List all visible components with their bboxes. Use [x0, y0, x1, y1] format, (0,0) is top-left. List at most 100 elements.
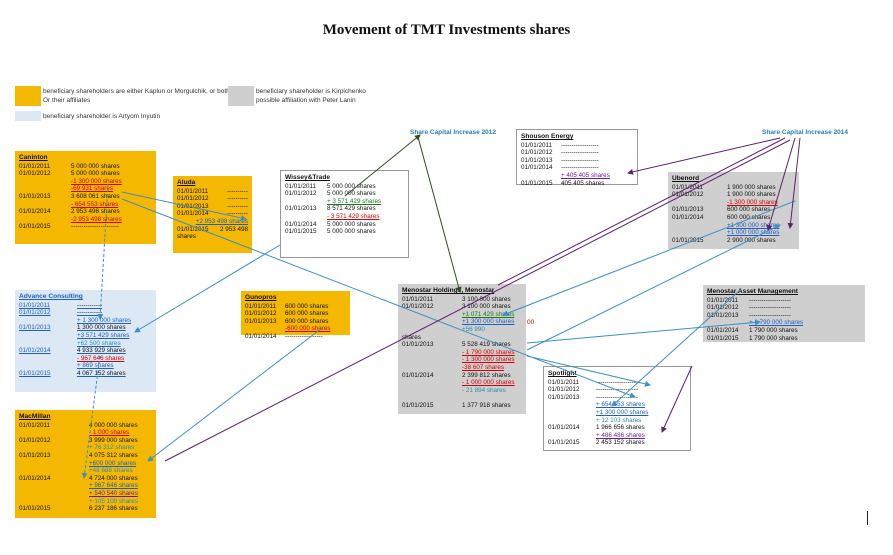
row-date: 01/01/2013	[19, 324, 51, 332]
legend-swatch-orange	[15, 86, 41, 106]
row-value: 600 000 shares	[285, 317, 329, 325]
row-date: 01/01/2011	[285, 182, 317, 190]
box-title: Caninton	[19, 154, 48, 161]
row-value: ------------------	[561, 149, 599, 157]
row-date: 01/01/2013	[177, 202, 209, 210]
box-row: + 540 540 shares	[19, 490, 152, 498]
row-value: ----------	[227, 202, 248, 210]
box-row: 01/01/2014 2 399 812 shares	[402, 372, 522, 380]
row-date: 01/01/2012	[707, 304, 739, 312]
row-date: 01/01/2011	[521, 141, 553, 149]
box-title: MacMillan	[19, 413, 51, 420]
box-row: -69 931 shares	[19, 185, 152, 193]
arrow-ubenord-to-menostar	[502, 200, 796, 316]
arrow-caninton-to-advance	[97, 183, 109, 320]
box-row: 01/01/2011--------------------	[707, 297, 861, 305]
row-date: 01/01/2012	[285, 190, 317, 198]
row-value: ----------	[227, 187, 248, 195]
box-row: - 1 300 000 shares	[402, 356, 522, 364]
row-value: --------------------	[749, 296, 791, 304]
arrow-capital-2014-to-shouson	[627, 137, 781, 175]
row-value: + 967 646 shares	[89, 482, 138, 490]
row-value: 600 000 shares	[727, 213, 771, 221]
box-row: shares	[177, 233, 248, 241]
box-title: Gunopros	[245, 294, 277, 301]
box-row: + 405 405 shares	[521, 172, 633, 180]
row-date: 01/01/2013	[707, 311, 739, 319]
box-row: 01/01/2011------------------	[521, 142, 633, 150]
row-date: 01/01/2015	[19, 223, 51, 231]
legend-text-grey: beneficiary shareholder is Kirpichenko p…	[256, 88, 366, 104]
row-value: +48 688 shares	[89, 467, 133, 475]
row-date: 01/01/2014	[285, 220, 317, 228]
row-date: 01/01/2012	[672, 191, 704, 199]
row-date: 01/01/2013	[548, 393, 580, 401]
row-value: 1 377 918 shares	[462, 401, 511, 409]
row-date: 01/01/2015	[521, 179, 553, 187]
box-row: shares	[402, 334, 522, 342]
box-row: -1 300 000 shares	[19, 178, 152, 186]
box-row: 01/01/2013--------------------	[707, 312, 861, 320]
row-date: 01/01/2014	[19, 474, 51, 482]
legend-text-orange: beneficiary shareholders are either Kapl…	[43, 88, 230, 104]
row-date: 01/01/2014	[177, 210, 209, 218]
row-date: 01/01/2015	[402, 401, 434, 409]
row-date: 01/01/2014	[19, 347, 51, 355]
row-value: -1 300 000 shares	[71, 177, 122, 185]
row-date: 01/01/2015	[548, 439, 580, 447]
row-value: - 1 000 000 shares	[462, 379, 515, 387]
row-value: 1 966 656 shares	[596, 424, 645, 432]
row-date: 01/01/2011	[19, 301, 51, 309]
page-title: Movement of TMT Investments shares	[322, 22, 571, 38]
row-value: 3 608 061 shares	[71, 192, 120, 200]
row-value: 5 000 000 shares	[327, 182, 376, 190]
row-value: +1 000 000 shares	[727, 229, 780, 237]
row-date: 01/01/2014	[402, 371, 434, 379]
row-value: + 76 312 shares	[89, 444, 135, 452]
row-value: + 1 790 000 shares	[749, 319, 804, 327]
box-title: Shouson Energy	[521, 133, 574, 140]
box-row: - 654 553 shares	[19, 201, 152, 209]
row-value: -69 931 shares	[71, 185, 114, 193]
row-value: + 105 100 shares	[89, 497, 138, 505]
box-row: 01/01/2012------------	[19, 309, 152, 317]
row-value: +3 571 429 shares	[77, 331, 130, 339]
row-value: 2 953 498 shares	[71, 208, 120, 216]
box-title: Advance Consulting	[19, 293, 83, 300]
box-row: - 3 571 429 shares	[285, 213, 404, 221]
row-value: 2 399 812 shares	[462, 371, 511, 379]
row-value: 4 724 000 shares	[89, 474, 138, 482]
box-row: 01/01/2014 4 724 000 shares	[19, 475, 152, 483]
box-row: +48 688 shares	[19, 467, 152, 475]
box-row: 01/01/2015 1 377 918 shares	[402, 402, 522, 410]
row-value: 600 000 shares	[285, 302, 329, 310]
row-date: 01/01/2014	[707, 326, 739, 334]
row-date: 01/01/2013	[521, 156, 553, 164]
box-row: + 869 shares	[19, 362, 152, 370]
row-date: 01/01/2011	[672, 183, 704, 191]
row-date: 01/01/2014	[548, 424, 580, 432]
row-date: 01/01/2012	[177, 195, 209, 203]
menostar-side-mark: 00	[527, 319, 535, 326]
arrow-menostar-am-to-spotlight	[611, 289, 741, 407]
row-value: - 21 894 shares	[462, 386, 506, 394]
arrow-capital-2012-to-menostar	[417, 136, 462, 293]
